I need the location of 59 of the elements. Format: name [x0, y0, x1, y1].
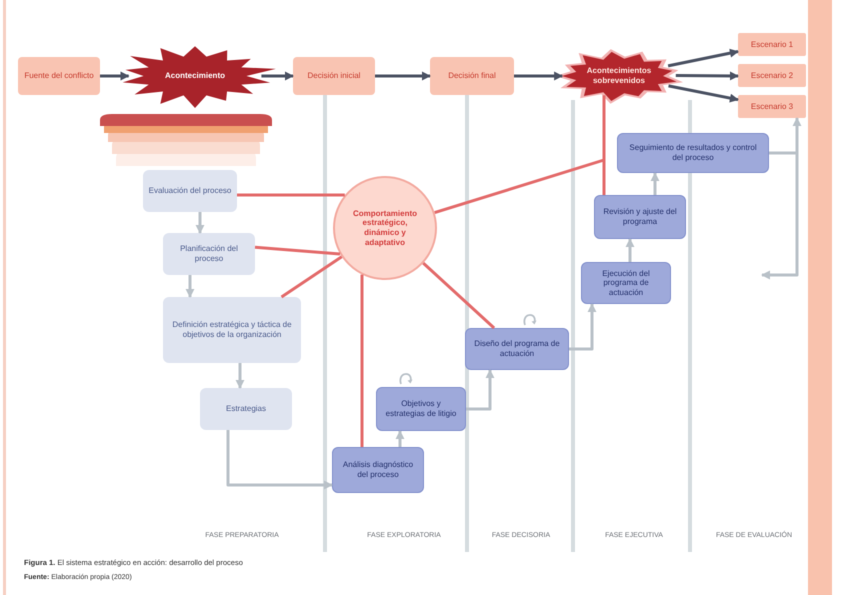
step-box: [465, 328, 569, 370]
box-label: Comportamiento estratégico, dinámico y adaptativo: [352, 208, 418, 248]
arrow: [676, 71, 739, 80]
box-label: Ejecución del programa de actuación: [601, 268, 651, 298]
box-label: Seguimiento de resultados y control del proceso: [628, 143, 758, 163]
box-label: Decisión inicial: [308, 71, 360, 81]
connector-line: [360, 274, 364, 447]
arrow: [236, 363, 244, 389]
step-box: [332, 447, 424, 493]
box-label: Análisis diagnóstico del proceso: [342, 460, 414, 480]
box-label: Acontecimientos sobrevenidos: [586, 66, 652, 86]
scenario-box: [738, 64, 806, 87]
bar-shape: [808, 0, 832, 595]
arrow: [569, 303, 596, 350]
box-label: Objetivos y estrategias de litigio: [384, 399, 458, 419]
box-label: Estrategias: [226, 404, 266, 414]
arrow: [196, 212, 204, 234]
box-label: Fuente del conflicto: [24, 71, 94, 81]
arrow: [668, 48, 739, 68]
box-label: Acontecimiento: [164, 71, 225, 81]
box-label: Evaluación del proceso: [148, 186, 232, 196]
arrow: [375, 72, 431, 80]
box-label: Diseño del programa de actuación: [473, 339, 561, 359]
box-label: Escenario 2: [750, 70, 794, 80]
arrow: [186, 275, 194, 298]
step-box: [163, 233, 255, 275]
connector-line: [602, 95, 606, 195]
arrow: [761, 152, 798, 280]
scenario-box: [738, 95, 806, 118]
box-label: Planificación del proceso: [179, 244, 239, 264]
step-box: [617, 133, 769, 173]
arrow: [261, 72, 294, 80]
step-box: [143, 170, 237, 212]
connector-line: [280, 256, 343, 298]
connector-line: [422, 262, 496, 330]
arrow: [514, 72, 564, 80]
arrow: [668, 84, 739, 103]
scenario-box: [738, 33, 806, 56]
box-label: Decisión final: [448, 71, 496, 81]
box-label: Definición estratégica y táctica de objetivos de la organización: [171, 320, 293, 340]
step-box: [376, 387, 466, 431]
box-label: Escenario 3: [750, 102, 794, 112]
connector-line: [254, 246, 340, 256]
arrow: [650, 172, 660, 195]
box-label: Escenario 1: [750, 40, 794, 50]
arrow: [626, 238, 634, 262]
process-box: [18, 57, 100, 95]
step-box: [594, 195, 686, 239]
step-box: [581, 262, 671, 304]
process-box: [430, 57, 514, 95]
arrow: [100, 72, 130, 80]
process-box: [293, 57, 375, 95]
step-box: [200, 388, 292, 430]
arrow: [466, 369, 494, 410]
step-box: [163, 297, 301, 363]
connector-line: [237, 194, 345, 196]
arrow: [226, 430, 333, 490]
arrow: [396, 430, 404, 447]
box-label: Revisión y ajuste del programa: [602, 207, 678, 227]
